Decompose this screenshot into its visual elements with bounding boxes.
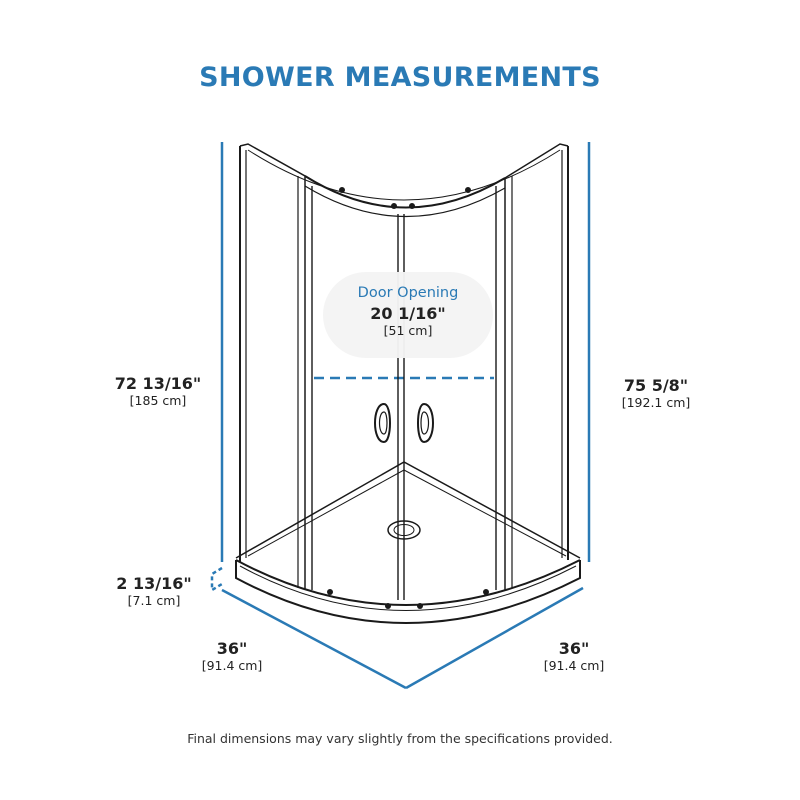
base-height-bracket <box>210 566 223 593</box>
left-height-dimension: 72 13/16" [185 cm] <box>108 374 208 408</box>
right-width-dimension: 36" [91.4 cm] <box>524 639 624 673</box>
right-width-metric: [91.4 cm] <box>543 658 605 673</box>
left-width-imperial: 36" <box>216 639 248 658</box>
base-height-metric: [7.1 cm] <box>127 593 181 608</box>
door-opening-metric: [51 cm] <box>383 323 433 338</box>
door-opening-label: Door Opening <box>357 285 459 301</box>
base-height-imperial: 2 13/16" <box>116 574 192 593</box>
disclaimer: Final dimensions may vary slightly from … <box>187 731 613 746</box>
right-width-line <box>405 586 584 690</box>
rollers <box>327 187 489 609</box>
right-height-imperial: 75 5/8" <box>623 376 689 395</box>
left-width-line <box>221 588 407 690</box>
base-height-dimension: 2 13/16" [7.1 cm] <box>104 574 204 608</box>
right-height-metric: [192.1 cm] <box>621 395 691 410</box>
left-handle <box>374 402 391 444</box>
left-width-metric: [91.4 cm] <box>201 658 263 673</box>
left-height-metric: [185 cm] <box>129 393 187 408</box>
base-tray <box>235 461 581 559</box>
door-opening-callout: Door Opening 20 1/16" [51 cm] <box>323 272 493 358</box>
page-title: SHOWER MEASUREMENTS <box>199 62 601 93</box>
shower-enclosure <box>235 143 581 624</box>
left-height-imperial: 72 13/16" <box>114 374 202 393</box>
drain <box>387 520 421 540</box>
left-door <box>311 186 399 600</box>
right-width-imperial: 36" <box>558 639 590 658</box>
right-height-dimension: 75 5/8" [192.1 cm] <box>606 376 706 410</box>
right-handle <box>417 402 434 444</box>
dimension-lines <box>210 142 591 690</box>
top-track <box>304 175 506 209</box>
door-opening-imperial: 20 1/16" <box>370 304 446 323</box>
left-width-dimension: 36" [91.4 cm] <box>182 639 282 673</box>
